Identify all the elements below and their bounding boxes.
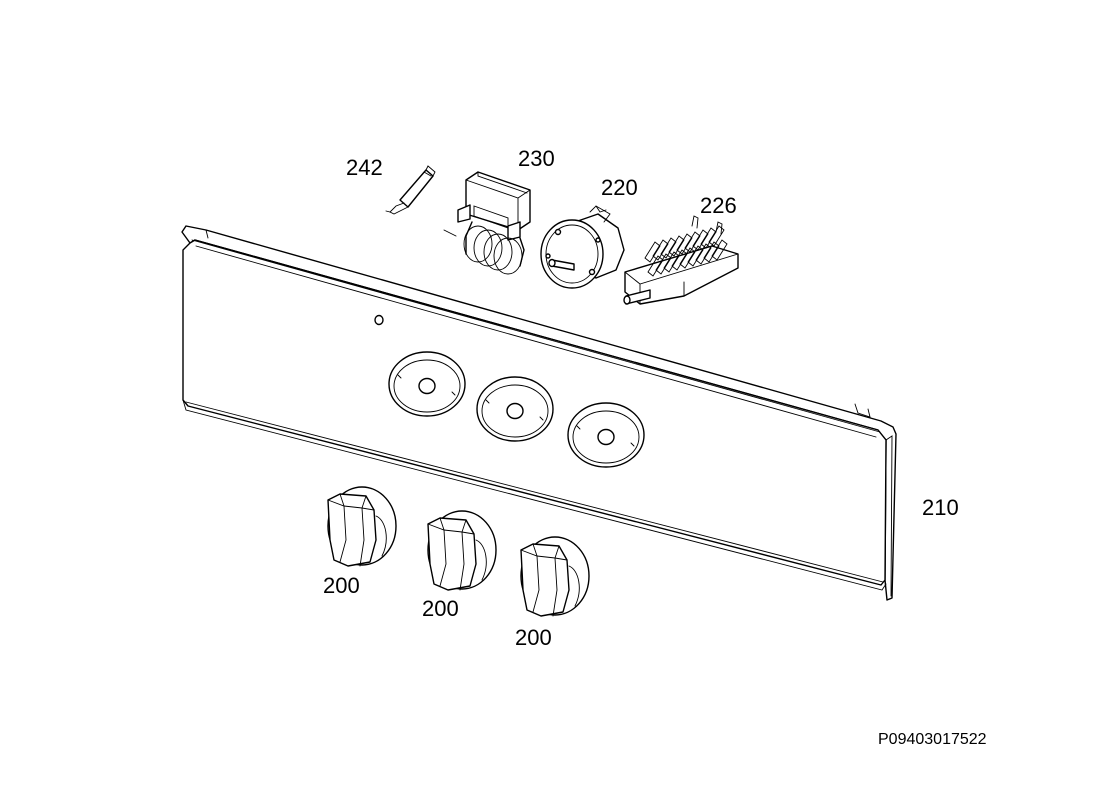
selector-switch-part[interactable] — [623, 215, 739, 305]
callout-selector-switch: 226 — [700, 193, 737, 218]
thermostat-part[interactable] — [443, 171, 531, 275]
control-panel[interactable] — [181, 225, 897, 601]
callout-knob-3: 200 — [515, 625, 552, 650]
callout-control-panel: 210 — [922, 495, 959, 520]
callout-knob-1: 200 — [323, 573, 360, 598]
callout-timer: 220 — [601, 175, 638, 200]
callout-fuse: 242 — [346, 155, 383, 180]
drawing-code: P09403017522 — [878, 731, 987, 748]
selector-contacts — [644, 225, 728, 277]
knob-3[interactable] — [520, 536, 590, 617]
knob-cutout-1 — [388, 351, 466, 417]
callout-thermostat: 230 — [518, 146, 555, 171]
knob-cutout-2 — [476, 376, 554, 442]
knob-cutout-3 — [567, 402, 645, 468]
timer-part[interactable] — [540, 205, 625, 289]
fuse-part[interactable] — [385, 165, 436, 215]
callout-knob-2: 200 — [422, 596, 459, 621]
knob-1[interactable] — [327, 486, 397, 567]
knob-2[interactable] — [427, 510, 497, 591]
